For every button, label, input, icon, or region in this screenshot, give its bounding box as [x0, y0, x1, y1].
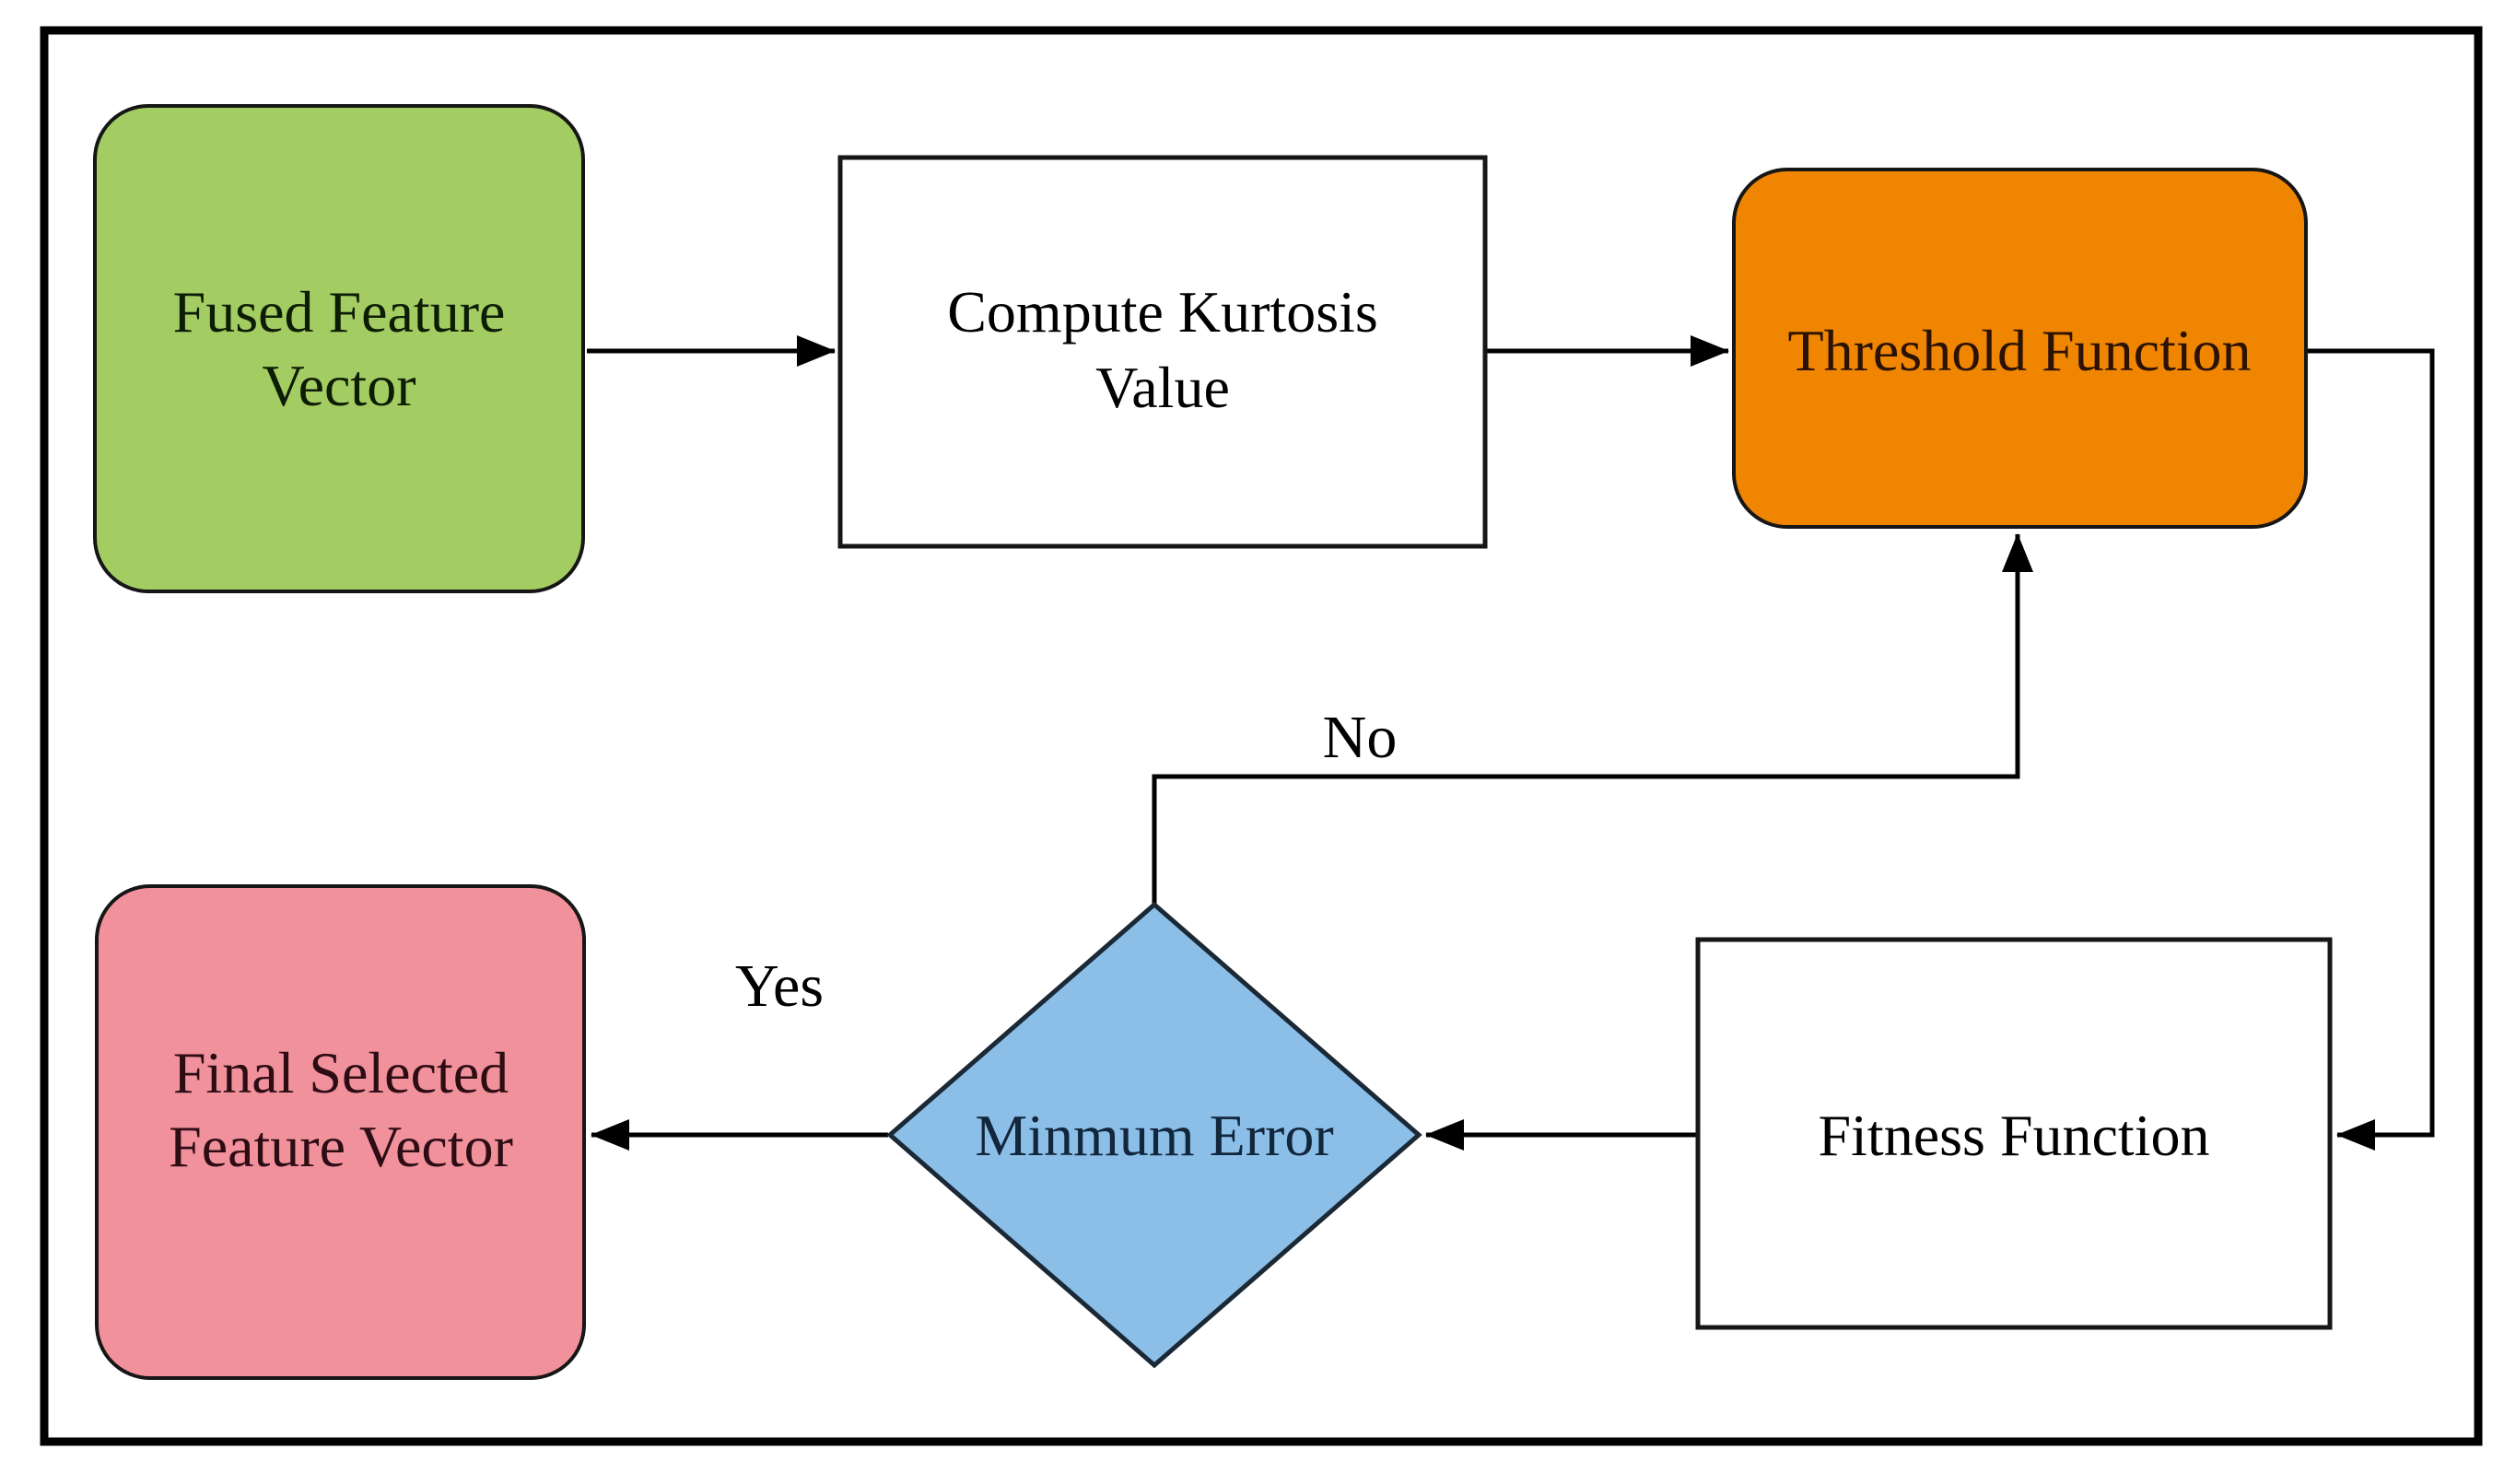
node-fitness-function: Fitness Function: [1695, 937, 2333, 1330]
node-fused-feature-vector: Fused Feature Vector: [93, 104, 585, 593]
node-minimum-error-decision: Minmum Error: [886, 901, 1422, 1369]
final-selected-feature-vector-label-line1: Final Selected: [173, 1040, 509, 1105]
fitness-function-label: Fitness Function: [1819, 1103, 2210, 1168]
threshold-function-label: Threshold Function: [1787, 318, 2251, 383]
final-selected-feature-vector-label-line2: Feature Vector: [169, 1114, 513, 1179]
edge-threshold-to-fitness: [2304, 348, 2435, 1151]
compute-kurtosis-value-label-line2: Value: [1095, 355, 1230, 420]
node-threshold-function: Threshold Function: [1732, 168, 2308, 529]
minimum-error-diamond: [886, 901, 1422, 1369]
compute-kurtosis-value-label-line1: Compute Kurtosis: [947, 279, 1378, 345]
compute-kurtosis-value-box: [837, 155, 1488, 549]
edges: [587, 335, 2435, 1151]
fused-feature-vector-box: [93, 104, 585, 593]
edge-label-no: No: [1323, 704, 1398, 771]
edge-decision-to-threshold-no: [1152, 533, 2033, 905]
fused-feature-vector-label-line1: Fused Feature: [173, 279, 506, 345]
diagram-border-frame: [40, 26, 2483, 1446]
node-compute-kurtosis-value: Compute Kurtosis Value: [837, 155, 1488, 549]
minimum-error-label: Minmum Error: [975, 1103, 1333, 1168]
threshold-function-box: [1732, 168, 2308, 529]
node-final-selected-feature-vector: Final Selected Feature Vector: [95, 884, 586, 1380]
final-selected-feature-vector-box: [95, 884, 586, 1380]
fitness-function-box: [1695, 937, 2333, 1330]
edge-label-yes: Yes: [735, 952, 824, 1020]
fused-feature-vector-label-line2: Vector: [262, 353, 415, 418]
